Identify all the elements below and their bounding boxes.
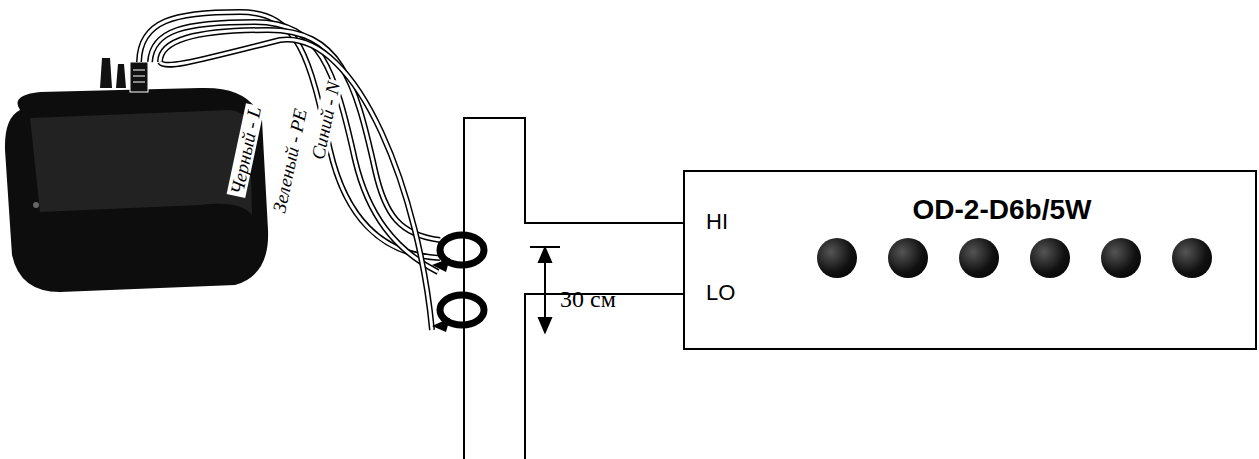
cable-label: Зеленый - PE — [269, 105, 310, 216]
device-name: OD-2-D6b/5W — [913, 194, 1092, 226]
current-clamps — [432, 235, 484, 332]
conductor-bar — [464, 118, 688, 459]
tester-device — [5, 58, 268, 292]
dimension-line — [530, 247, 560, 332]
control-knob — [888, 238, 928, 278]
control-knob — [959, 238, 999, 278]
control-knob — [817, 238, 857, 278]
control-knob — [1101, 238, 1141, 278]
dimension-label: 30 см — [560, 287, 616, 311]
terminal-label: LO — [706, 282, 735, 304]
test-cables — [139, 12, 440, 330]
terminal-label: HI — [706, 211, 728, 233]
device-box: OD-2-D6b/5W — [683, 170, 1257, 350]
control-knob — [1030, 238, 1070, 278]
control-knob — [1172, 238, 1212, 278]
